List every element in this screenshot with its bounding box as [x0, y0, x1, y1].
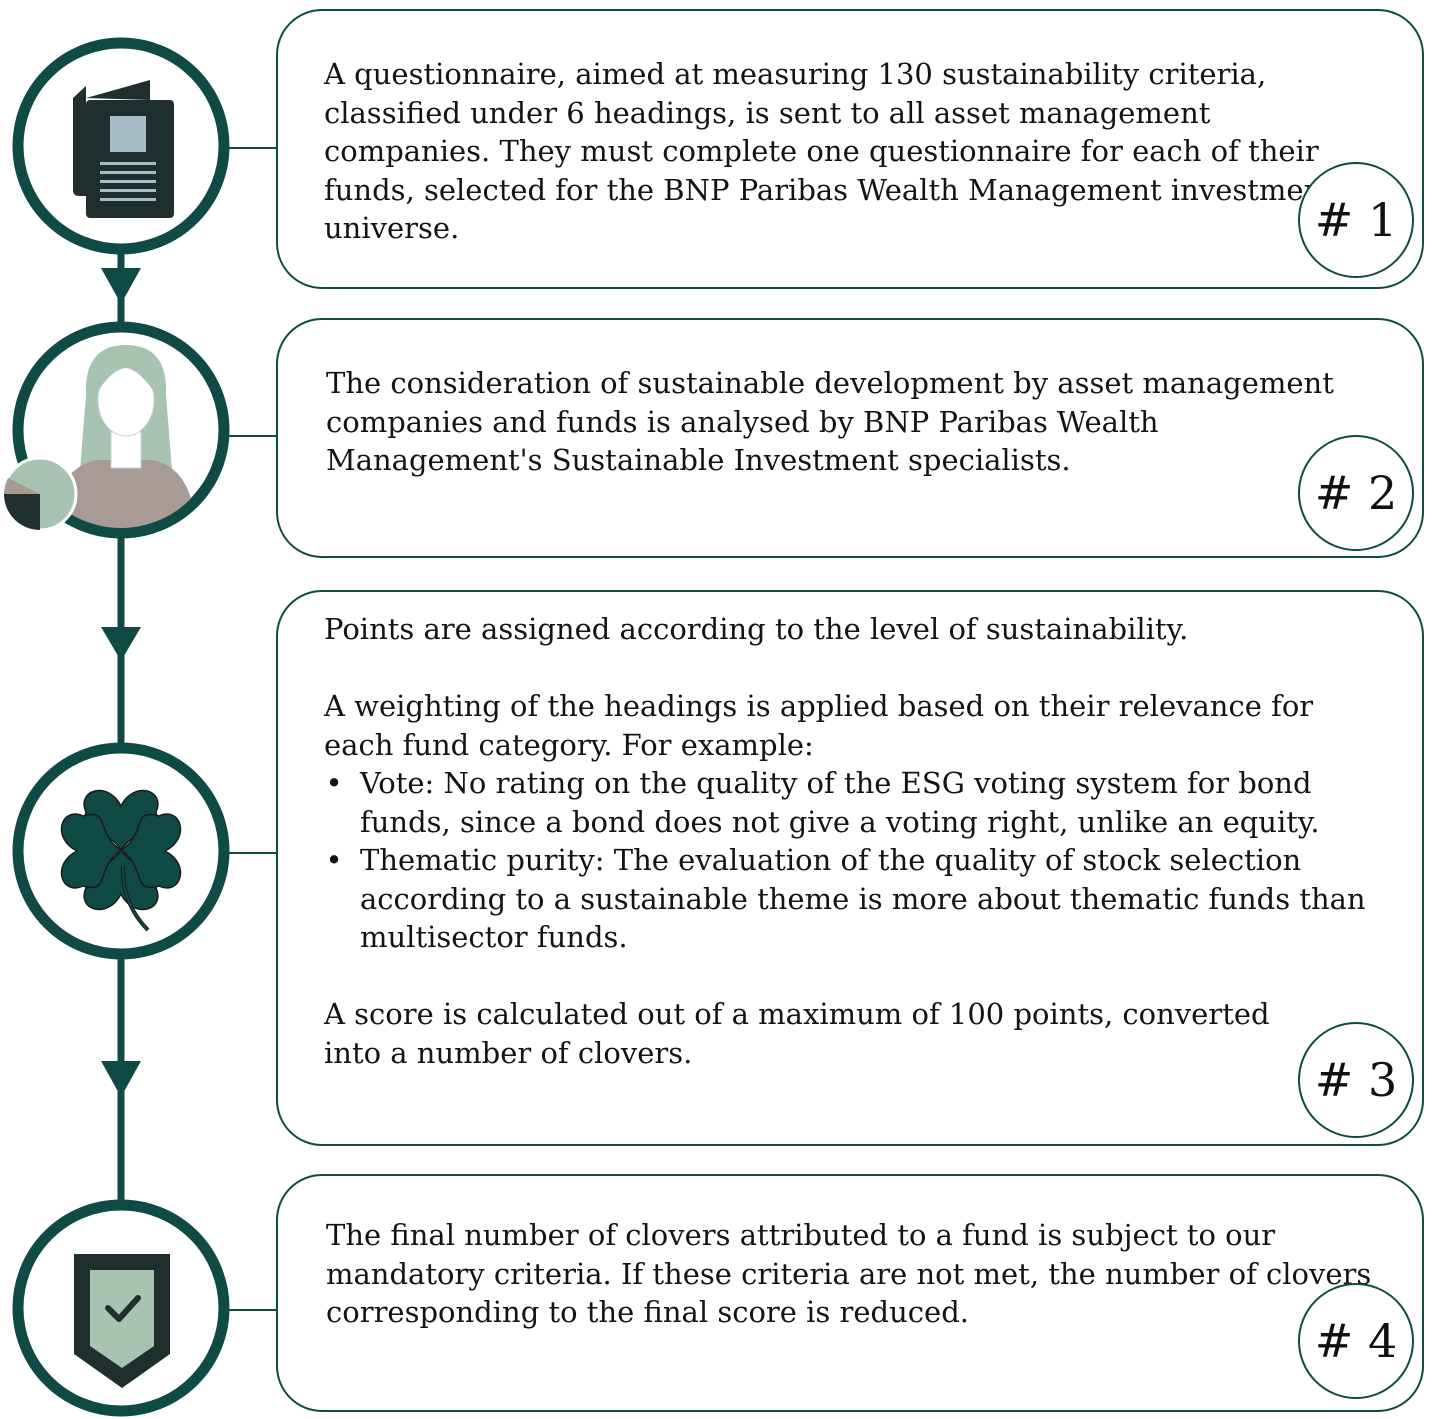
arrow-down-icon — [101, 268, 141, 304]
step-3-bullet-vote: Vote: No rating on the quality of the ES… — [324, 764, 1384, 841]
shield-check-icon — [12, 1199, 230, 1417]
step-3-bullet-list: Vote: No rating on the quality of the ES… — [324, 764, 1384, 957]
step-3-conclusion: A score is calculated out of a maximum o… — [324, 997, 1270, 1070]
step-2-box — [276, 318, 1424, 558]
step-2-badge: # 2 — [1298, 435, 1414, 551]
step-3-bullet-thematic-purity: Thematic purity: The evaluation of the q… — [324, 841, 1384, 957]
step-4-badge: # 4 — [1298, 1283, 1414, 1399]
step-4-badge-label: # 4 — [1314, 1314, 1398, 1368]
step-3-badge: # 3 — [1298, 1022, 1414, 1138]
step-4-text: The final number of clovers attributed t… — [326, 1216, 1384, 1332]
pie-chart-icon — [2, 456, 78, 532]
specialist-person-icon — [2, 321, 230, 539]
step-2-paragraph: The consideration of sustainable develop… — [326, 366, 1334, 477]
step-3-intro: Points are assigned according to the lev… — [324, 612, 1189, 646]
document-icon — [12, 37, 230, 255]
step-1-box — [276, 9, 1424, 289]
step-4-box — [276, 1174, 1424, 1412]
arrow-down-icon — [101, 627, 141, 661]
step-1-paragraph: A questionnaire, aimed at measuring 130 … — [324, 57, 1334, 245]
step-4-paragraph: The final number of clovers attributed t… — [326, 1218, 1372, 1329]
arrow-down-icon — [101, 1061, 141, 1097]
clover-icon — [12, 742, 230, 960]
step-3-weighting: A weighting of the headings is applied b… — [324, 689, 1314, 762]
step-1-badge: # 1 — [1298, 162, 1414, 278]
step-2-text: The consideration of sustainable develop… — [326, 364, 1384, 480]
step-3-badge-label: # 3 — [1314, 1053, 1398, 1107]
step-2-badge-label: # 2 — [1314, 466, 1398, 520]
step-3-text: Points are assigned according to the lev… — [324, 610, 1384, 1072]
step-1-badge-label: # 1 — [1314, 193, 1398, 247]
step-1-text: A questionnaire, aimed at measuring 130 … — [324, 55, 1382, 248]
